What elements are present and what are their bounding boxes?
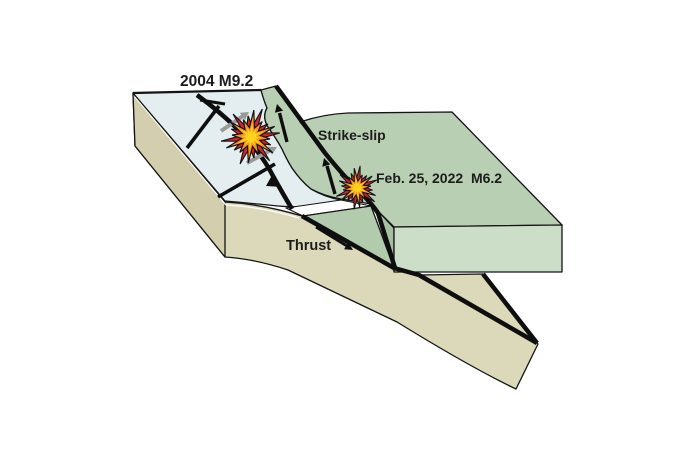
strike-slip-arrow-upper [274, 104, 289, 143]
back-edge-line [132, 88, 262, 95]
label-strike-slip: Strike-slip [318, 127, 386, 143]
conjugate-fault-b [217, 162, 276, 199]
fault-barb [199, 98, 226, 106]
plate-motion-arrow-lower [246, 146, 277, 165]
plate-crest-highlight [134, 96, 300, 219]
thrust-arrow [315, 225, 353, 250]
strike-slip-fault-line [274, 84, 398, 269]
thrust-fault-line [300, 214, 539, 345]
label-2022-earthquake: Feb. 25, 2022 M6.2 [376, 170, 502, 186]
slab-edge-line [481, 272, 539, 345]
fault-tooth-icon [266, 177, 282, 187]
label-2004-earthquake: 2004 M9.2 [180, 73, 253, 90]
subducting-plate-slab [132, 92, 539, 390]
strike-slip-arrow-lower [322, 158, 337, 195]
label-thrust: Thrust [286, 238, 331, 254]
conjugate-fault-a [185, 104, 221, 150]
continental-block-front-face [393, 224, 563, 273]
